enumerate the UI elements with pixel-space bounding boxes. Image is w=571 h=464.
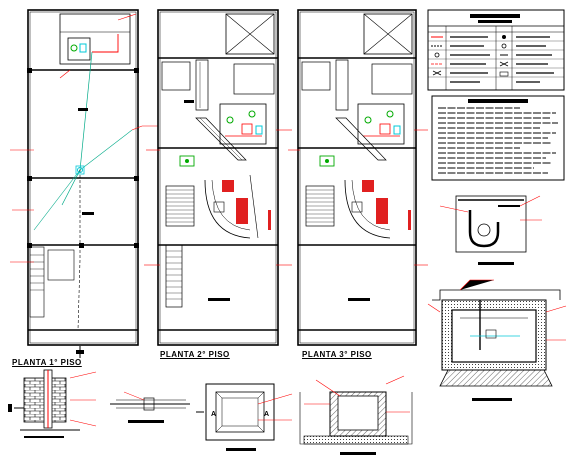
plan-title-floor-1: PLANTA 1° PISO (12, 358, 82, 367)
plan-title-floor-2: PLANTA 2° PISO (160, 350, 230, 359)
svg-text:A: A (264, 411, 269, 418)
legend-table (427, 9, 565, 91)
plan-floor-3 (288, 9, 428, 346)
detail-tank (427, 279, 567, 401)
plan-floor-2 (144, 9, 292, 346)
detail-section-box (299, 375, 413, 455)
detail-brick-section (8, 369, 97, 438)
plan-floor-1 (10, 9, 158, 358)
notes-box (431, 95, 565, 181)
svg-text:A: A (211, 411, 216, 418)
detail-pipe (110, 391, 190, 423)
detail-trap (439, 195, 542, 265)
detail-registry-box: A A (196, 383, 293, 451)
plan-title-floor-3: PLANTA 3° PISO (302, 350, 372, 359)
